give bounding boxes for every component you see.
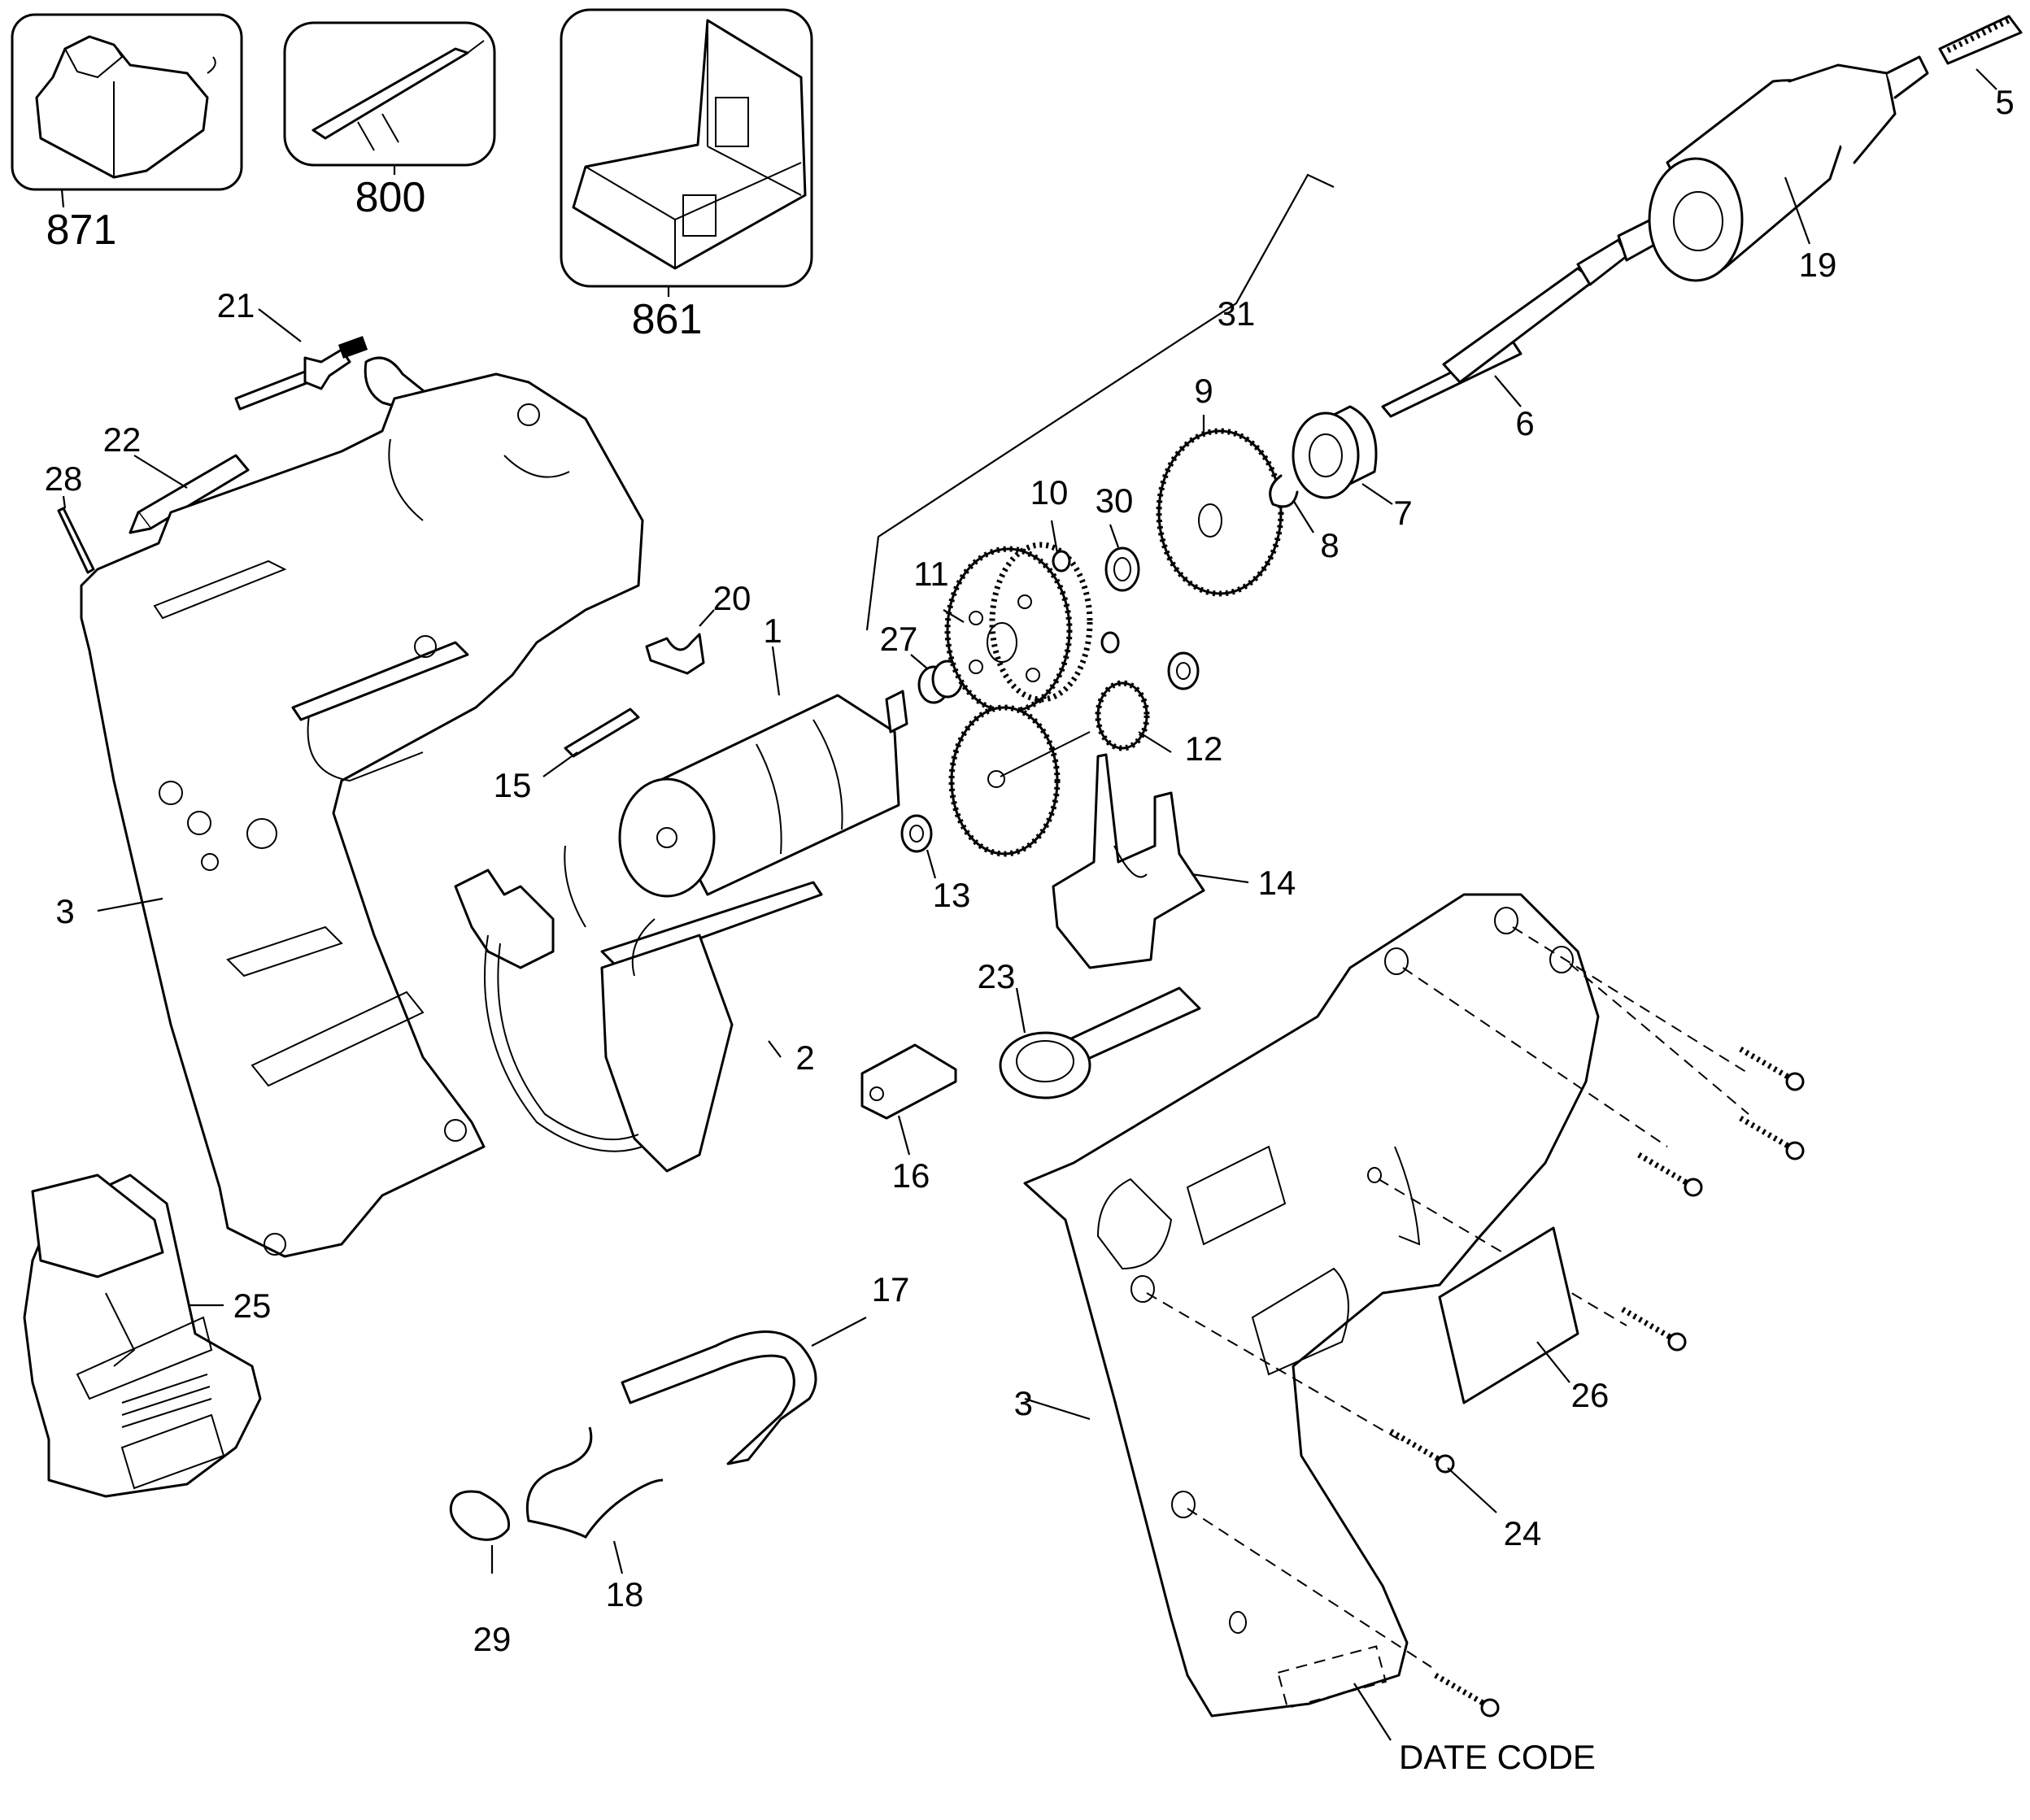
label-9: 9: [1194, 372, 1213, 410]
label-11: 11: [913, 555, 949, 593]
spindle-6: 6: [1381, 218, 1665, 442]
spring-18: 18: [525, 1426, 664, 1613]
label-31: 31: [1218, 294, 1256, 333]
label-22: 22: [103, 420, 142, 459]
clip-20: 20: [645, 579, 751, 675]
gear-assembly-bracket-31: 31: [865, 173, 1335, 631]
bearing-27: 27: [880, 620, 964, 704]
label-28: 28: [45, 459, 83, 498]
shifter-14: 14: [1052, 753, 1296, 969]
label-871: 871: [46, 207, 117, 254]
nameplate-26: 26: [1438, 1226, 1610, 1414]
label-12: 12: [1185, 729, 1223, 768]
label-15: 15: [494, 766, 532, 804]
bearing-13: 13: [900, 814, 971, 914]
label-800: 800: [355, 174, 426, 221]
screws-24: 24: [1146, 926, 1805, 1718]
gear-12: 12: [948, 680, 1223, 857]
spring-clip-17: 17: [621, 1270, 910, 1465]
label-20: 20: [713, 579, 751, 617]
charger-871: 871: [11, 13, 243, 254]
lever-23: 23: [978, 957, 1201, 1099]
label-5: 5: [1995, 83, 2014, 121]
motor-1: 1: [618, 612, 908, 898]
label-2: 2: [795, 1038, 814, 1077]
housing-right-3: 3 DATE CODE: [1014, 893, 1600, 1776]
battery-pack-25: 25: [23, 1173, 272, 1498]
bearing-7: 7: [1292, 405, 1413, 532]
housing-left-3: 3: [55, 372, 644, 1258]
label-24: 24: [1504, 1514, 1542, 1552]
label-8: 8: [1320, 526, 1339, 564]
label-27: 27: [880, 620, 918, 658]
label-3-right: 3: [1014, 1384, 1033, 1422]
retaining-ring-8: 8: [1269, 474, 1340, 564]
label-30: 30: [1096, 481, 1134, 520]
label-14: 14: [1258, 864, 1296, 902]
chuck-key-21: 21: [217, 286, 425, 412]
pin-10: 10: [1030, 473, 1071, 573]
washer-30: 30: [1096, 481, 1140, 592]
screw-5: 5: [1938, 15, 2023, 121]
chuck-19: 19: [1648, 55, 1929, 284]
label-19: 19: [1799, 246, 1837, 284]
label-23: 23: [978, 957, 1016, 995]
label-25: 25: [233, 1287, 272, 1325]
switch-2: 2: [454, 845, 823, 1173]
label-16: 16: [892, 1156, 930, 1195]
gear-9: 9: [1156, 372, 1284, 597]
screwdriver-bit-22: 22: [103, 420, 250, 534]
case-861: 861: [560, 8, 813, 343]
date-code-area: [1277, 1645, 1387, 1709]
switch-button-16: 16: [860, 1043, 957, 1195]
label-18: 18: [606, 1575, 644, 1613]
label-29: 29: [473, 1620, 512, 1658]
label-7: 7: [1393, 494, 1412, 532]
connector-15: 15: [494, 708, 640, 804]
label-10: 10: [1030, 473, 1069, 512]
pin-small: [1100, 631, 1120, 654]
pin-28: 28: [45, 459, 95, 574]
label-6: 6: [1515, 404, 1534, 442]
cap-29: 29: [449, 1490, 512, 1658]
label-13: 13: [933, 876, 971, 914]
label-17: 17: [872, 1270, 910, 1308]
label-26: 26: [1571, 1376, 1610, 1414]
label-3-left: 3: [55, 892, 74, 930]
label-21: 21: [217, 286, 255, 324]
date-code-label: DATE CODE: [1399, 1738, 1596, 1776]
bearing-upper-right: [1167, 651, 1200, 690]
cord-800: 800: [283, 21, 496, 221]
label-1: 1: [763, 612, 782, 650]
label-861: 861: [632, 296, 703, 343]
